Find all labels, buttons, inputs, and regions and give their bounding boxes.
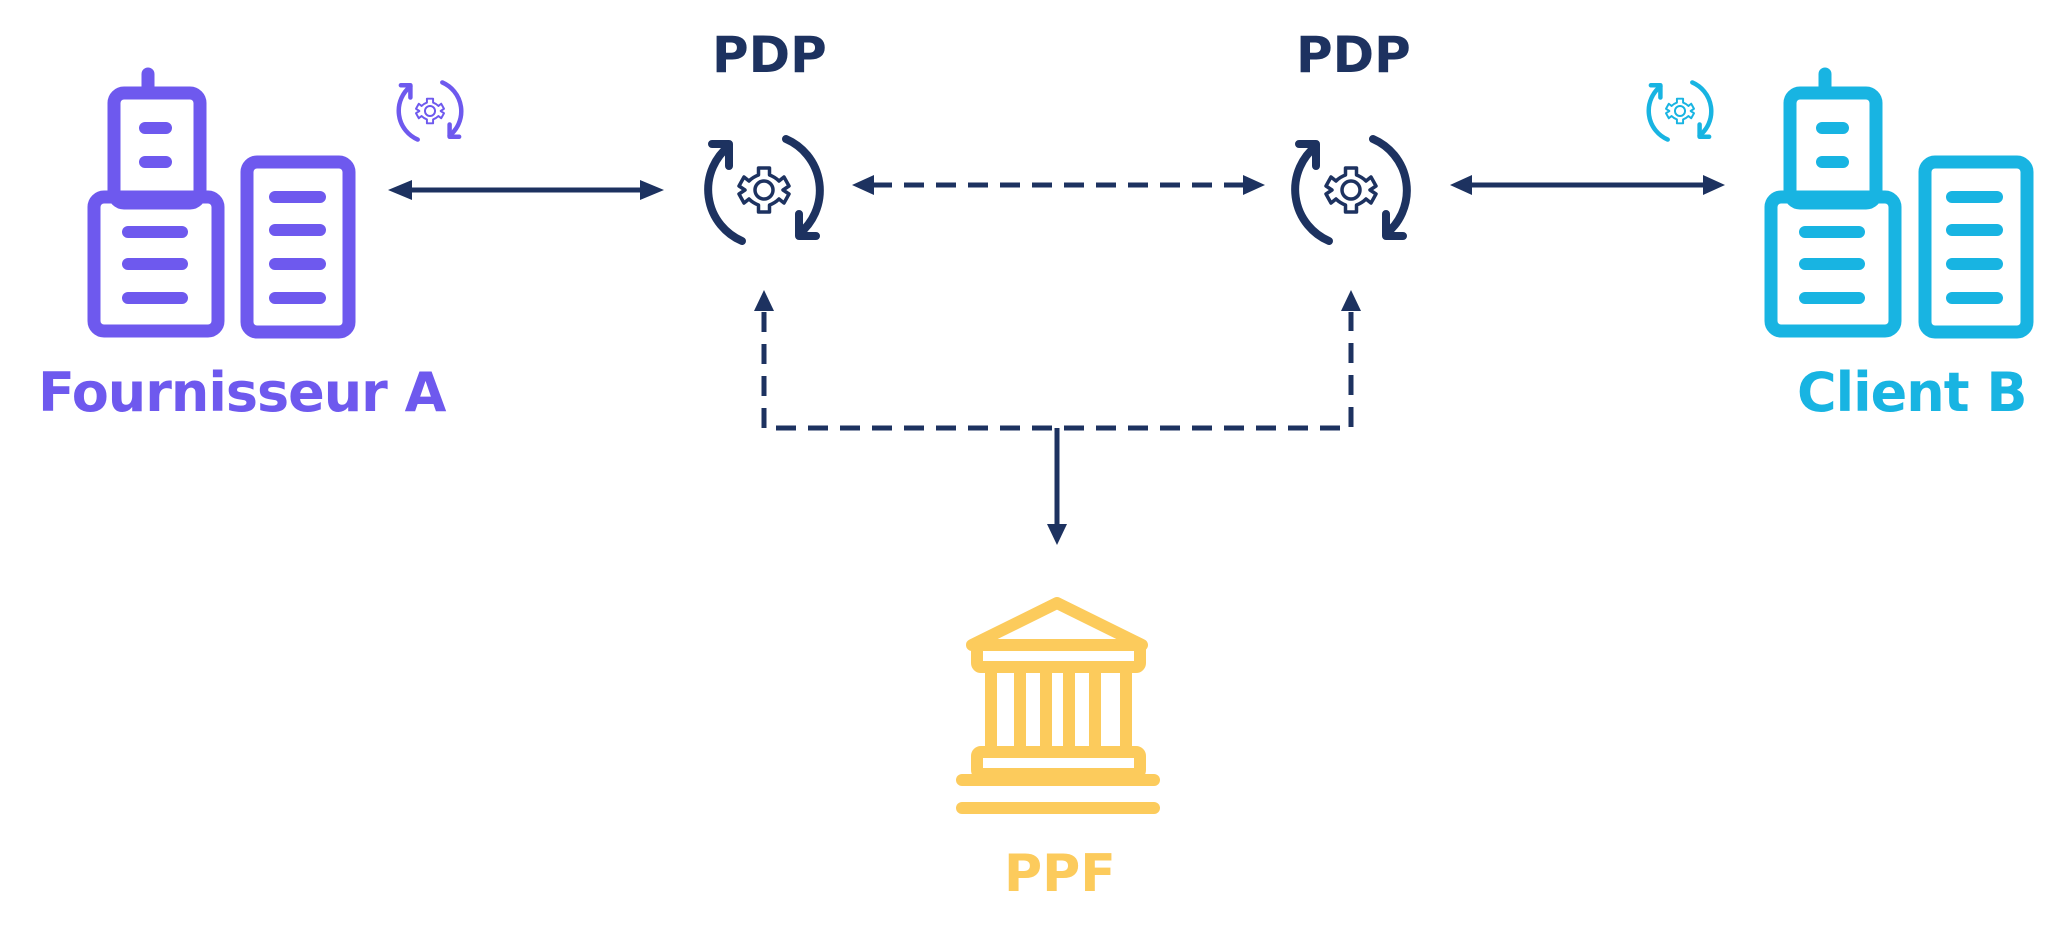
supplier-sync-gear-icon: [399, 82, 462, 139]
client-buildings-icon: [1764, 67, 2034, 339]
supplier-label: Fournisseur A: [38, 361, 446, 424]
arrowhead-left: [388, 180, 412, 200]
ppf-label: PPF: [1004, 844, 1116, 904]
pdp-right-sync-gear-icon: [1295, 139, 1407, 241]
arrowhead-left: [852, 175, 874, 195]
ppf-pdp-bracket-connector: [761, 312, 1354, 431]
arrowhead-up: [1341, 290, 1361, 311]
pdp-left-sync-gear-icon: [708, 139, 820, 241]
arrowhead-down: [1047, 524, 1067, 545]
pdp-right-label: PDP: [1296, 26, 1411, 84]
supplier-buildings-icon: [87, 67, 356, 339]
arrowhead-left: [1450, 175, 1472, 195]
arrowhead-right: [640, 180, 664, 200]
arrowhead-up: [754, 290, 774, 311]
arrowhead-right: [1243, 175, 1265, 195]
pdp-left-label: PDP: [712, 26, 827, 84]
client-label: Client B: [1797, 361, 2027, 424]
arrowhead-right: [1703, 175, 1725, 195]
ppf-government-building-icon: [956, 597, 1160, 814]
client-sync-gear-icon: [1649, 82, 1712, 139]
